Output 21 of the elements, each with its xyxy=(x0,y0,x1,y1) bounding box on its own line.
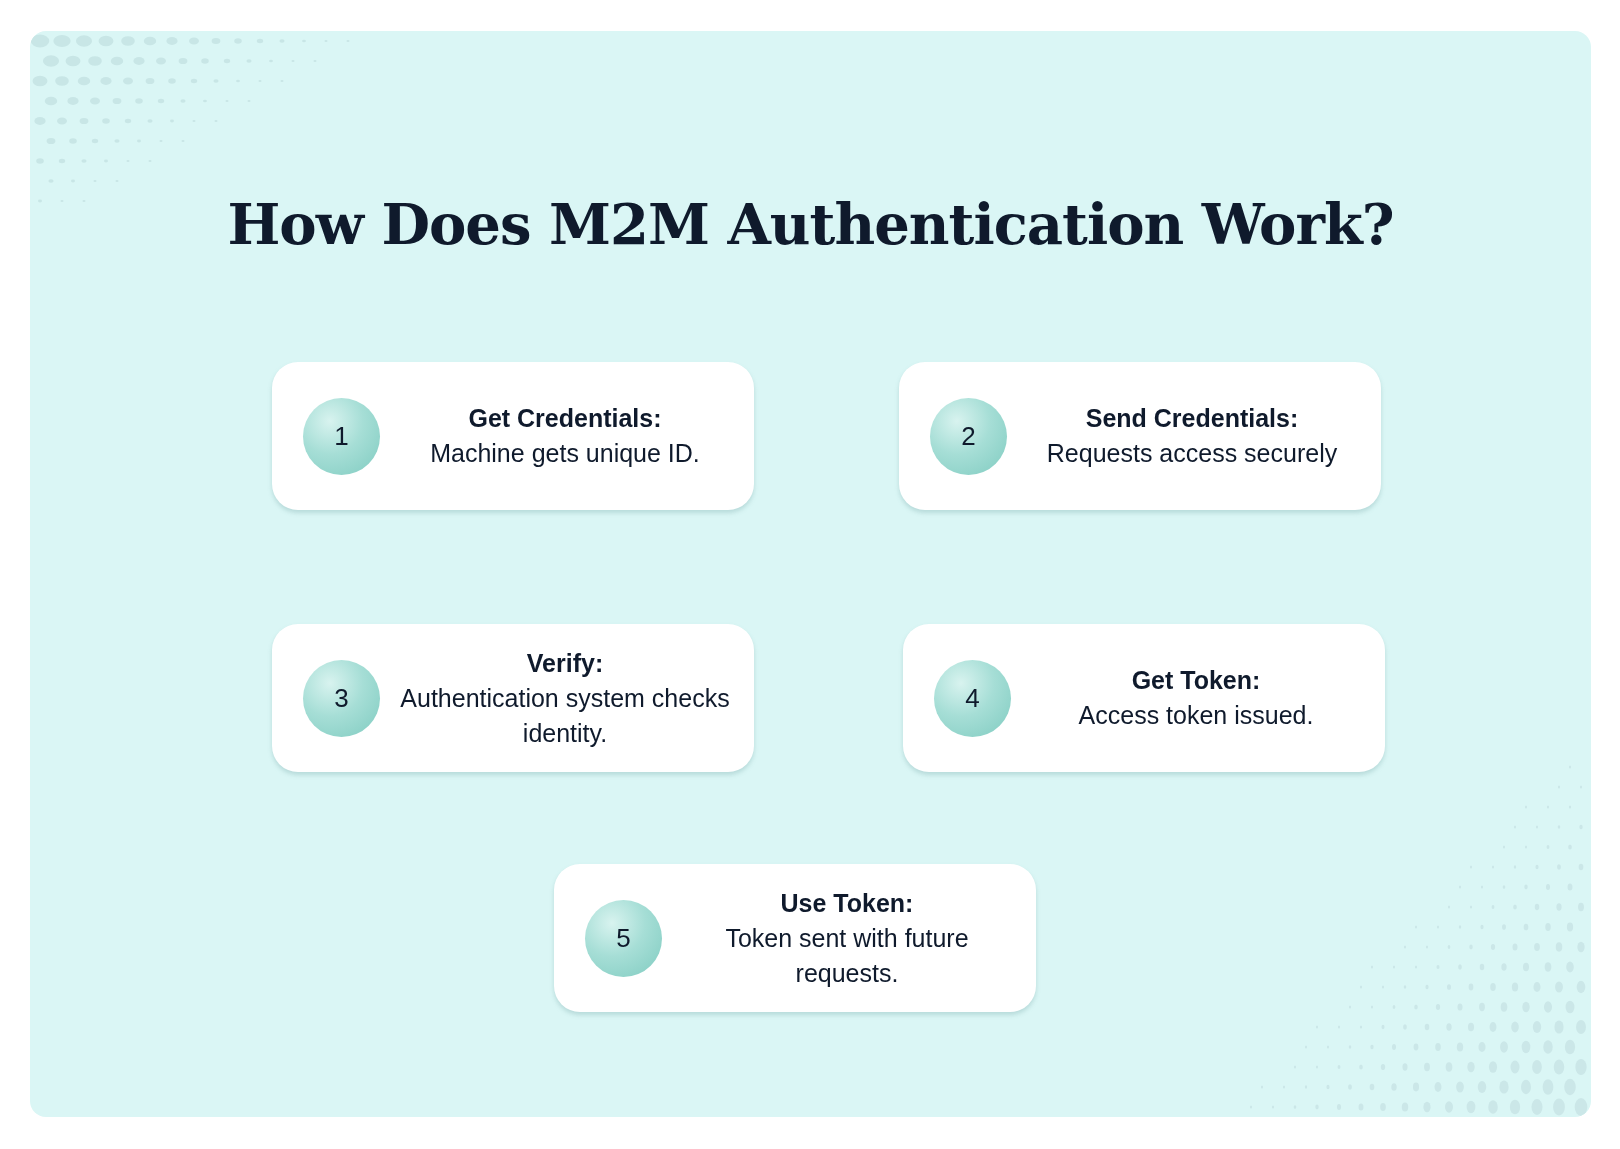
step-card xyxy=(899,362,1381,510)
step-heading: Verify: xyxy=(526,647,604,679)
step-heading: Get Token: xyxy=(1131,665,1261,696)
step-description: Access token issued. xyxy=(1078,700,1314,731)
step-heading: Get Credentials: xyxy=(468,403,662,434)
step-number-circle: 2 xyxy=(930,397,1007,475)
step-number-circle: 4 xyxy=(934,659,1011,737)
step-card xyxy=(272,624,754,772)
step-number-circle: 5 xyxy=(585,899,662,977)
step-number-circle: 3 xyxy=(303,659,380,737)
step-heading: Use Token: xyxy=(780,887,914,919)
step-heading: Send Credentials: xyxy=(1085,403,1299,434)
step-card xyxy=(272,362,754,510)
step-description: Machine gets unique ID. xyxy=(430,438,700,469)
step-description: Authentication system checks identity. xyxy=(399,682,731,749)
step-card xyxy=(903,624,1385,772)
step-card xyxy=(554,864,1036,1012)
title: How Does M2M Authentication Work? xyxy=(226,191,1395,257)
step-number-circle: 1 xyxy=(303,397,380,475)
step-description: Requests access securely xyxy=(1046,438,1338,469)
step-description: Token sent with future requests. xyxy=(724,922,970,989)
